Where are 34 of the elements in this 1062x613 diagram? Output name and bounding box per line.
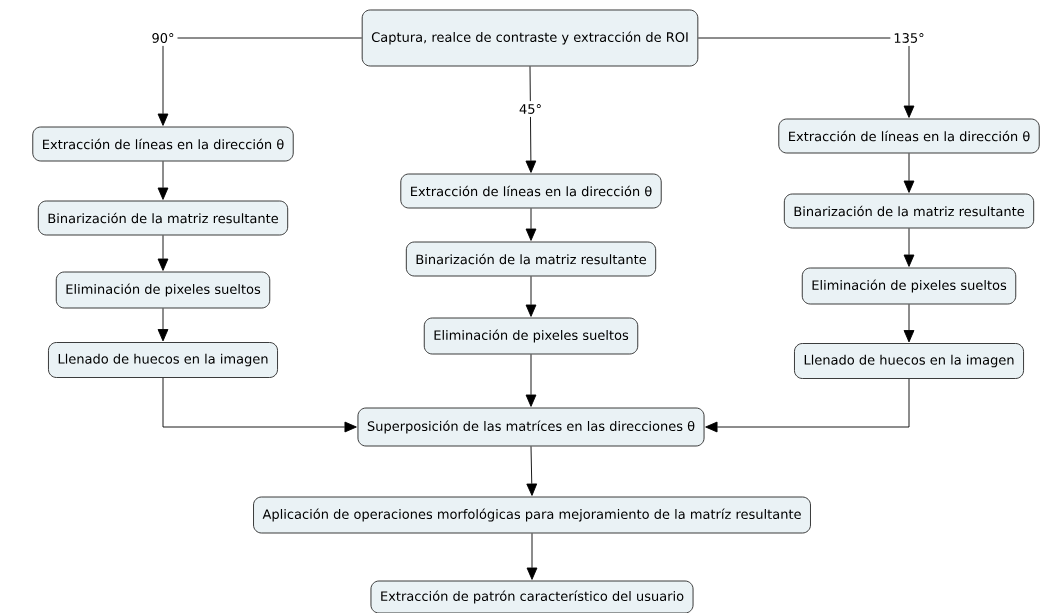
arrow bbox=[157, 308, 169, 342]
process-box: Superposición de las matríces en las direcciones θ bbox=[357, 407, 705, 447]
arrow bbox=[903, 153, 915, 193]
arrow bbox=[526, 446, 538, 496]
arrow bbox=[525, 66, 537, 173]
arrow bbox=[903, 304, 915, 343]
arrow bbox=[157, 235, 169, 271]
arrow bbox=[705, 378, 910, 433]
process-box: Llenado de huecos en la imagen bbox=[48, 342, 278, 378]
arrow bbox=[526, 533, 538, 580]
arrow bbox=[525, 208, 537, 241]
arrow bbox=[157, 161, 169, 200]
process-box: Extracción de líneas en la dirección θ bbox=[778, 118, 1040, 154]
process-box: Eliminación de pixeles sueltos bbox=[801, 267, 1017, 305]
edge-label: 135° bbox=[890, 30, 928, 46]
arrow bbox=[162, 377, 357, 433]
process-box: Extracción de líneas en la dirección θ bbox=[400, 173, 662, 209]
process-box: Captura, realce de contraste y extracción de ROI bbox=[361, 9, 699, 67]
arrow bbox=[697, 37, 915, 118]
process-box: Eliminación de pixeles sueltos bbox=[423, 317, 639, 355]
edge-label: 45° bbox=[516, 101, 546, 117]
arrow bbox=[903, 228, 915, 267]
arrow bbox=[525, 276, 537, 317]
edge-label: 90° bbox=[148, 30, 178, 46]
process-box: Llenado de huecos en la imagen bbox=[794, 343, 1024, 379]
process-box: Eliminación de pixeles sueltos bbox=[55, 271, 271, 309]
process-box: Binarización de la matriz resultante bbox=[405, 241, 657, 277]
process-box: Binarización de la matriz resultante bbox=[783, 193, 1035, 229]
process-box: Extracción de patrón característico del usuario bbox=[370, 580, 694, 613]
arrow bbox=[525, 354, 537, 407]
process-box: Extracción de líneas en la dirección θ bbox=[32, 126, 294, 162]
arrow bbox=[157, 37, 363, 126]
process-box: Binarización de la matriz resultante bbox=[37, 200, 289, 236]
process-box: Aplicación de operaciones morfológicas para mejoramiento de la matríz resultante bbox=[253, 496, 811, 534]
